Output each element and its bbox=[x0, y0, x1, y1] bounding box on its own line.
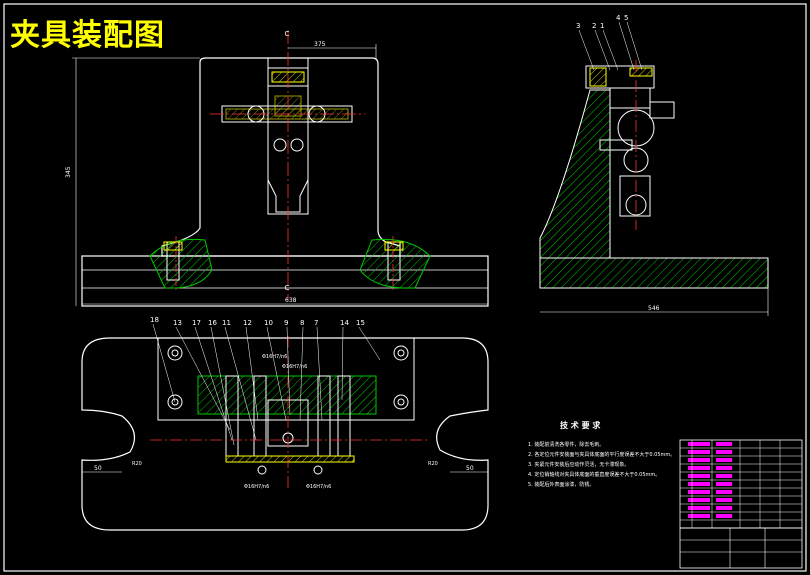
fit-mid2: Φ16H7/n6 bbox=[282, 364, 307, 370]
dim-radius-left: R20 bbox=[132, 461, 142, 467]
part-balloon: 13 bbox=[173, 319, 182, 327]
bom-cell bbox=[688, 482, 710, 486]
plan-view: 50 50 R20 R20 Φ16H7/n6 Φ16H7/n6 Φ16H7/n6… bbox=[81, 316, 489, 531]
bom-cell bbox=[688, 458, 710, 462]
leader-line bbox=[602, 29, 619, 71]
part-balloon: 5 bbox=[624, 14, 628, 22]
bom-cell bbox=[716, 450, 732, 454]
part-balloon: 11 bbox=[222, 319, 231, 327]
bom-cell bbox=[716, 458, 732, 462]
leader-line bbox=[594, 29, 611, 71]
part-balloon: 18 bbox=[150, 316, 159, 324]
bom-cell bbox=[716, 442, 732, 446]
tech-req-item: 1. 装配前清洗各零件，除去毛刺。 bbox=[528, 441, 604, 448]
tech-req-item: 4. 定位销轴线对夹具体底面的垂直度误差不大于0.05mm。 bbox=[528, 471, 660, 478]
part-balloon: 14 bbox=[340, 319, 349, 327]
part-balloon: 7 bbox=[314, 319, 318, 327]
part-balloon: 2 bbox=[592, 22, 596, 30]
section-mark-bottom: C bbox=[285, 284, 290, 292]
leader-line bbox=[358, 326, 381, 361]
bom-cell bbox=[716, 466, 732, 470]
dim-height-left: 345 bbox=[65, 166, 72, 178]
bom-cell bbox=[688, 514, 710, 518]
fit-left: Φ16H7/n6 bbox=[244, 484, 269, 490]
fit-mid1: Φ16H7/n6 bbox=[262, 354, 287, 360]
title-block bbox=[679, 439, 803, 569]
leader-line bbox=[316, 326, 323, 421]
dim-slot-right: 50 bbox=[466, 465, 474, 472]
base-plate bbox=[81, 255, 489, 307]
leader-line bbox=[266, 326, 287, 421]
front-view: C C 375 345 638 bbox=[65, 30, 489, 307]
dim-base-width: 638 bbox=[285, 297, 297, 304]
drawing-title: 夹具装配图 bbox=[10, 18, 165, 53]
dim-side-width: 546 bbox=[648, 305, 660, 312]
part-balloon: 9 bbox=[284, 319, 288, 327]
bom-cell bbox=[688, 474, 710, 478]
bom-cell bbox=[688, 506, 710, 510]
bom-cell bbox=[688, 490, 710, 494]
bom-cell bbox=[688, 442, 710, 446]
bom-cell bbox=[716, 506, 732, 510]
tech-req-item: 3. 夹紧元件安装后应动作灵活，无卡滞现象。 bbox=[528, 461, 629, 468]
part-balloon: 4 bbox=[616, 14, 621, 22]
part-balloon: 12 bbox=[243, 319, 252, 327]
leader-line bbox=[341, 326, 344, 401]
bom-cell bbox=[688, 450, 710, 454]
tech-req-item: 5. 装配后外表面涂漆，防锈。 bbox=[528, 481, 594, 488]
leader-line bbox=[299, 326, 304, 421]
leader-line bbox=[618, 21, 635, 71]
leader-line bbox=[224, 326, 257, 441]
leader-line bbox=[152, 323, 176, 403]
hatch-right bbox=[359, 238, 431, 289]
part-balloon: 1 bbox=[600, 22, 604, 30]
bom-cell bbox=[716, 490, 732, 494]
dim-radius-right: R20 bbox=[428, 461, 438, 467]
plan-body-outline bbox=[81, 337, 489, 531]
leader-line bbox=[210, 326, 235, 446]
tech-req-heading: 技 术 要 求 bbox=[560, 420, 601, 430]
leader-line bbox=[626, 21, 643, 71]
leader-line bbox=[194, 326, 233, 441]
leader-line bbox=[175, 326, 231, 431]
drawing-border bbox=[3, 3, 807, 572]
leader-line bbox=[245, 326, 259, 421]
dim-top-width: 375 bbox=[314, 41, 326, 48]
tech-req-item: 2. 各定位元件安装面与夹具体底面的平行度误差不大于0.05mm。 bbox=[528, 451, 675, 458]
plan-balloon-group: 18 13 17 16 11 12 10 9 8 7 14 15 bbox=[150, 316, 381, 446]
fixture-body-outline bbox=[161, 57, 401, 257]
dim-slot-left: 50 bbox=[94, 465, 102, 472]
bom-cell bbox=[688, 466, 710, 470]
part-balloon: 3 bbox=[576, 22, 580, 30]
leader-line bbox=[578, 29, 595, 71]
part-balloon: 15 bbox=[356, 319, 365, 327]
bom-cell bbox=[716, 514, 732, 518]
bom-cell bbox=[716, 474, 732, 478]
part-balloon: 10 bbox=[264, 319, 273, 327]
fit-right: Φ16H7/n6 bbox=[306, 484, 331, 490]
part-balloon: 8 bbox=[300, 319, 304, 327]
part-balloon: 16 bbox=[208, 319, 217, 327]
bom-cell bbox=[716, 482, 732, 486]
section-mark-top: C bbox=[285, 30, 290, 38]
part-balloon: 17 bbox=[192, 319, 201, 327]
leader-line bbox=[286, 326, 291, 416]
bom-cell bbox=[688, 498, 710, 502]
technical-requirements: 技 术 要 求 1. 装配前清洗各零件，除去毛刺。 2. 各定位元件安装面与夹具体… bbox=[528, 420, 675, 488]
bom-cell bbox=[716, 498, 732, 502]
